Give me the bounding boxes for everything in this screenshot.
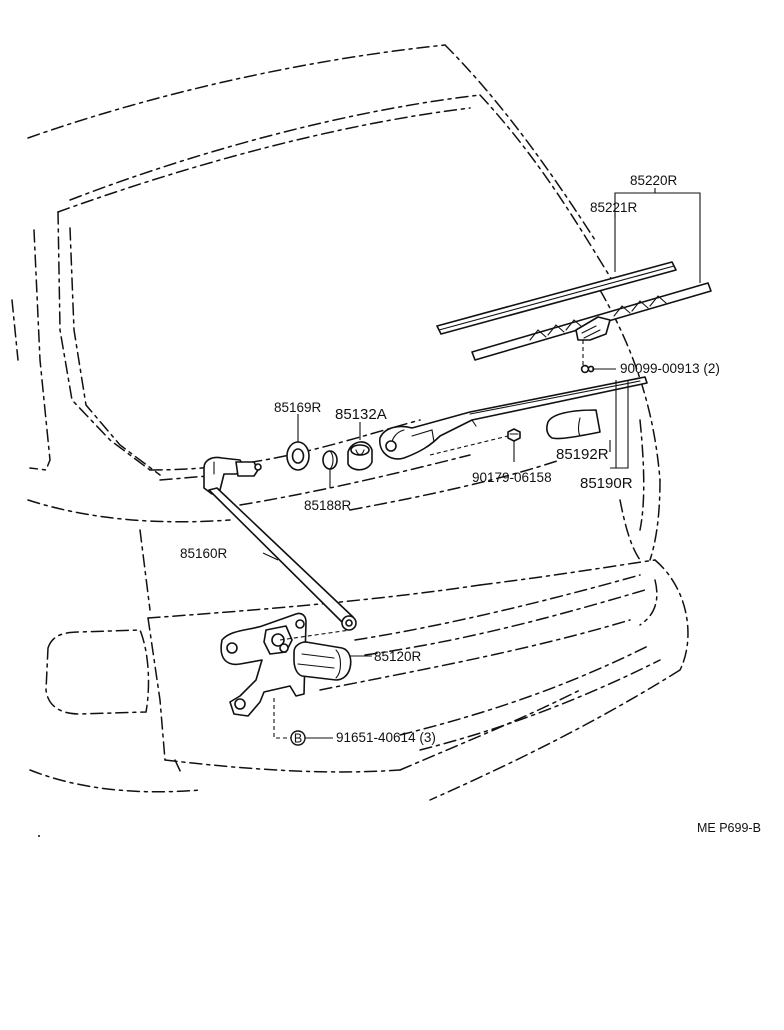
tail-lamp-outline: [45, 629, 150, 715]
label-85169R: 85169R: [274, 400, 322, 415]
wiper-motor-bracket: [220, 612, 352, 717]
screw-90099: [580, 364, 595, 374]
washer-85169R: [286, 441, 310, 471]
stray-dot: [38, 835, 40, 837]
label-85132A: 85132A: [335, 406, 387, 423]
label-85190R: 85190R: [580, 475, 633, 492]
bushing-85188R: [322, 450, 338, 470]
marker-b-text: B: [294, 732, 302, 746]
label-91651-40614: 91651-40614 (3): [336, 730, 436, 745]
label-85221R: 85221R: [590, 200, 638, 215]
label-85160R: 85160R: [180, 546, 228, 561]
label-85220R: 85220R: [630, 173, 678, 188]
figure-reference: ME P699-B: [697, 821, 761, 835]
label-90099-00913: 90099-00913 (2): [620, 361, 720, 376]
label-90179-06158: 90179-06158: [472, 470, 552, 485]
fastener-marker: B: [290, 730, 306, 746]
label-85192R: 85192R: [556, 446, 609, 463]
wiper-blade-assembly: [436, 261, 712, 361]
wiper-arm: [379, 376, 648, 460]
leader-lines: [262, 188, 701, 739]
cap-85132A: [347, 441, 373, 471]
nut-90179: [507, 428, 521, 442]
arm-cap: [546, 409, 601, 440]
label-85188R: 85188R: [304, 498, 352, 513]
label-85120R: 85120R: [374, 649, 422, 664]
wiper-link: [203, 456, 357, 631]
